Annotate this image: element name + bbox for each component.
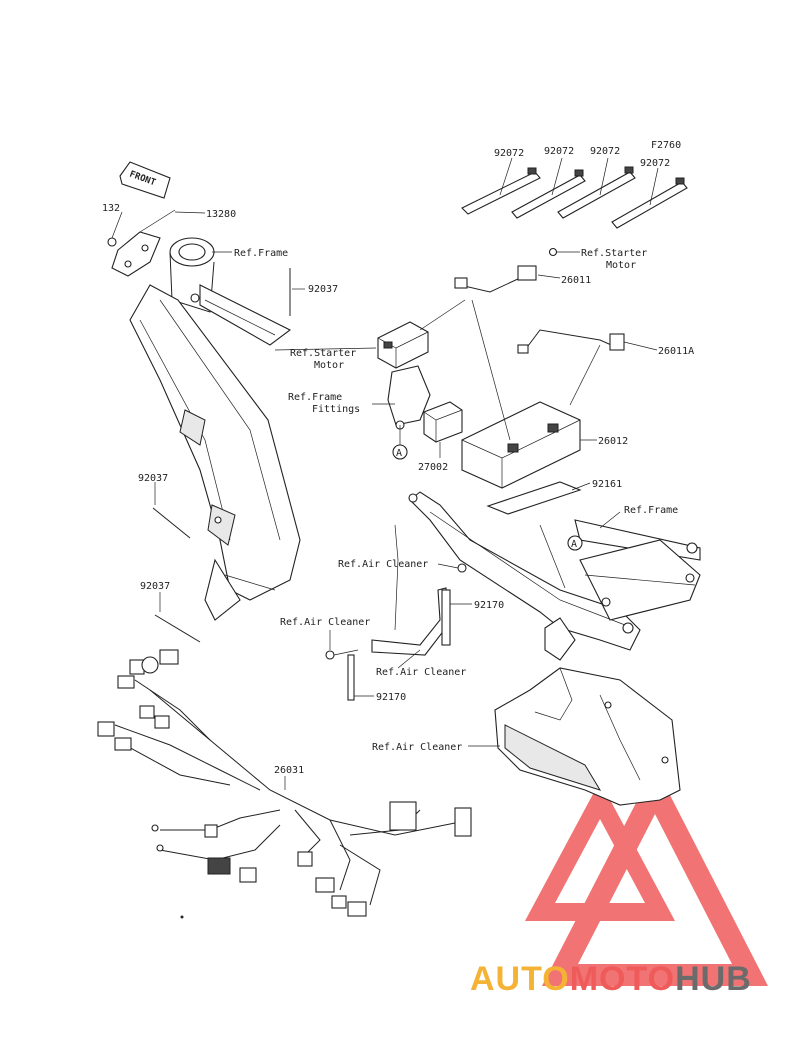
label-92170-b: 92170 (376, 692, 406, 703)
label-132: 132 (102, 203, 120, 214)
battery-group (377, 247, 625, 515)
brand-part-auto: AUTO (470, 960, 570, 998)
label-26011a: 26011A (658, 346, 694, 357)
label-92072-2: 92072 (544, 146, 574, 157)
label-ref-air-cleaner-3: Ref.Air Cleaner (376, 667, 466, 678)
battery-holder (408, 491, 701, 661)
label-26011: 26011 (561, 275, 591, 286)
label-ref-starter-motor-right-1: Ref.Starter (581, 248, 647, 259)
label-ref-frame-right: Ref.Frame (624, 505, 678, 516)
leader-lines (111, 157, 659, 790)
label-ref-air-cleaner-2: Ref.Air Cleaner (280, 617, 370, 628)
cable-ties (461, 166, 688, 229)
brand-part-hub: HUB (675, 960, 752, 998)
label-13280: 13280 (206, 209, 236, 220)
label-ref-air-cleaner-1: Ref.Air Cleaner (338, 559, 428, 570)
label-92037-a: 92037 (308, 284, 338, 295)
air-cleaner-parts (325, 563, 681, 806)
wiring-harness (97, 649, 472, 919)
label-ref-air-cleaner-4: Ref.Air Cleaner (372, 742, 462, 753)
label-92170-a: 92170 (474, 600, 504, 611)
label-26012: 26012 (598, 436, 628, 447)
label-92037-c: 92037 (140, 581, 170, 592)
part-labels: 132 13280 Ref.Frame 92037 Ref.Starter Mo… (102, 140, 694, 776)
automotohub-wordmark: AUTOMOTOHUB (470, 960, 800, 1004)
front-arrow-icon: FRONT (119, 161, 171, 199)
label-92072-1: 92072 (494, 148, 524, 159)
label-26031: 26031 (274, 765, 304, 776)
label-ref-frame-top: Ref.Frame (234, 248, 288, 259)
callout-a-right: A (571, 539, 577, 550)
label-ref-frame-fittings-2: Fittings (312, 404, 360, 415)
label-ref-frame-fittings-1: Ref.Frame (288, 392, 342, 403)
label-ref-starter-motor-right-2: Motor (606, 260, 636, 271)
label-ref-starter-motor-left-1: Ref.Starter (290, 348, 356, 359)
label-92072-4: 92072 (640, 158, 670, 169)
label-92072-3: 92072 (590, 146, 620, 157)
label-f2760: F2760 (651, 140, 681, 151)
label-92037-b: 92037 (138, 473, 168, 484)
brand-part-moto: MOTO (569, 960, 676, 998)
label-ref-starter-motor-left-2: Motor (314, 360, 344, 371)
automotohub-logo-mark (524, 765, 769, 986)
label-27002: 27002 (418, 462, 448, 473)
callout-a-left: A (396, 448, 402, 459)
label-92161: 92161 (592, 479, 622, 490)
frame-assembly (107, 209, 301, 643)
